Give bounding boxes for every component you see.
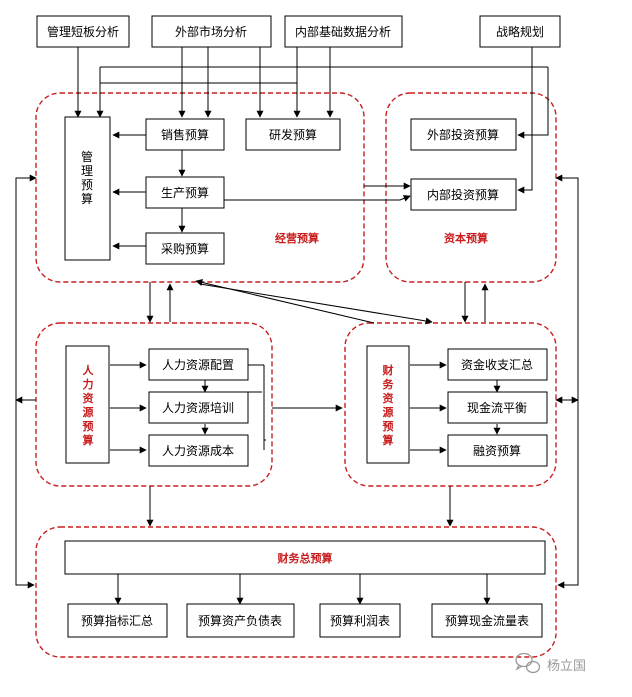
external-market-node: 外部市场分析 xyxy=(151,15,272,48)
cash-summary-node: 资金收支汇总 xyxy=(447,348,548,381)
svg-text:人力资源培训: 人力资源培训 xyxy=(162,400,234,415)
purchase-budget-node: 采购预算 xyxy=(145,232,225,265)
svg-text:采购预算: 采购预算 xyxy=(161,241,209,256)
svg-text:资金收支汇总: 资金收支汇总 xyxy=(461,357,533,372)
financing-node: 融资预算 xyxy=(447,434,548,467)
hr-allocation-node: 人力资源配置 xyxy=(148,348,249,381)
sales-budget-node: 销售预算 xyxy=(145,118,225,151)
svg-text:内部基础数据分析: 内部基础数据分析 xyxy=(295,24,391,39)
indicator-summary-node: 预算指标汇总 xyxy=(67,603,168,638)
svg-text:内部投资预算: 内部投资预算 xyxy=(427,187,499,202)
cash-flow-statement-node: 预算现金流量表 xyxy=(431,603,543,638)
watermark: 杨立国 xyxy=(515,652,586,674)
svg-text:预算利润表: 预算利润表 xyxy=(330,613,390,628)
capital-budget-label: 资本预算 xyxy=(444,231,488,245)
svg-text:外部投资预算: 外部投资预算 xyxy=(427,127,499,142)
svg-text:预算资产负债表: 预算资产负债表 xyxy=(198,613,282,628)
svg-text:预算指标汇总: 预算指标汇总 xyxy=(81,613,153,628)
svg-text:融资预算: 融资预算 xyxy=(473,443,521,458)
external-investment-node: 外部投资预算 xyxy=(410,118,517,151)
wechat-icon xyxy=(515,652,541,674)
master-budget-region xyxy=(35,526,557,658)
hr-cost-node: 人力资源成本 xyxy=(148,434,249,467)
financial-resource-node: 财务资源预算 xyxy=(366,345,410,464)
capital-budget-region xyxy=(385,92,557,283)
svg-text:人力资源成本: 人力资源成本 xyxy=(162,444,234,458)
svg-text:销售预算: 销售预算 xyxy=(161,127,209,142)
strategy-node: 战略规划 xyxy=(479,15,561,48)
svg-text:管理短板分析: 管理短板分析 xyxy=(47,24,119,39)
hr-budget-node: 人力资源预算 xyxy=(65,345,110,464)
mgmt-analysis-node: 管理短板分析 xyxy=(36,15,130,48)
hr-training-node: 人力资源培训 xyxy=(148,391,249,424)
master-budget-bar: 财务总预算 xyxy=(64,540,546,575)
svg-text:财务总预算: 财务总预算 xyxy=(277,551,333,565)
management-budget-node: 管理预算 xyxy=(64,116,111,261)
svg-text:杨立国: 杨立国 xyxy=(547,659,586,674)
hr-budget-region xyxy=(35,322,273,487)
svg-text:外部市场分析: 外部市场分析 xyxy=(175,24,247,39)
svg-text:人力资源配置: 人力资源配置 xyxy=(162,358,234,372)
svg-text:研发预算: 研发预算 xyxy=(269,127,317,142)
svg-text:预算现金流量表: 预算现金流量表 xyxy=(445,613,529,628)
svg-text:人力资源预算: 人力资源预算 xyxy=(82,363,95,447)
production-budget-node: 生产预算 xyxy=(145,176,225,209)
operating-budget-label: 经营预算 xyxy=(275,231,319,245)
balance-sheet-node: 预算资产负债表 xyxy=(186,603,295,638)
svg-text:战略规划: 战略规划 xyxy=(496,24,544,39)
internal-investment-node: 内部投资预算 xyxy=(410,178,517,211)
svg-text:现金流平衡: 现金流平衡 xyxy=(467,400,527,415)
svg-text:财务资源预算: 财务资源预算 xyxy=(382,363,395,447)
income-statement-node: 预算利润表 xyxy=(319,603,401,638)
svg-text:生产预算: 生产预算 xyxy=(161,185,209,200)
svg-text:管理预算: 管理预算 xyxy=(81,149,93,206)
internal-data-node: 内部基础数据分析 xyxy=(284,15,403,48)
cash-balance-node: 现金流平衡 xyxy=(447,391,548,424)
rd-budget-node: 研发预算 xyxy=(245,118,341,151)
